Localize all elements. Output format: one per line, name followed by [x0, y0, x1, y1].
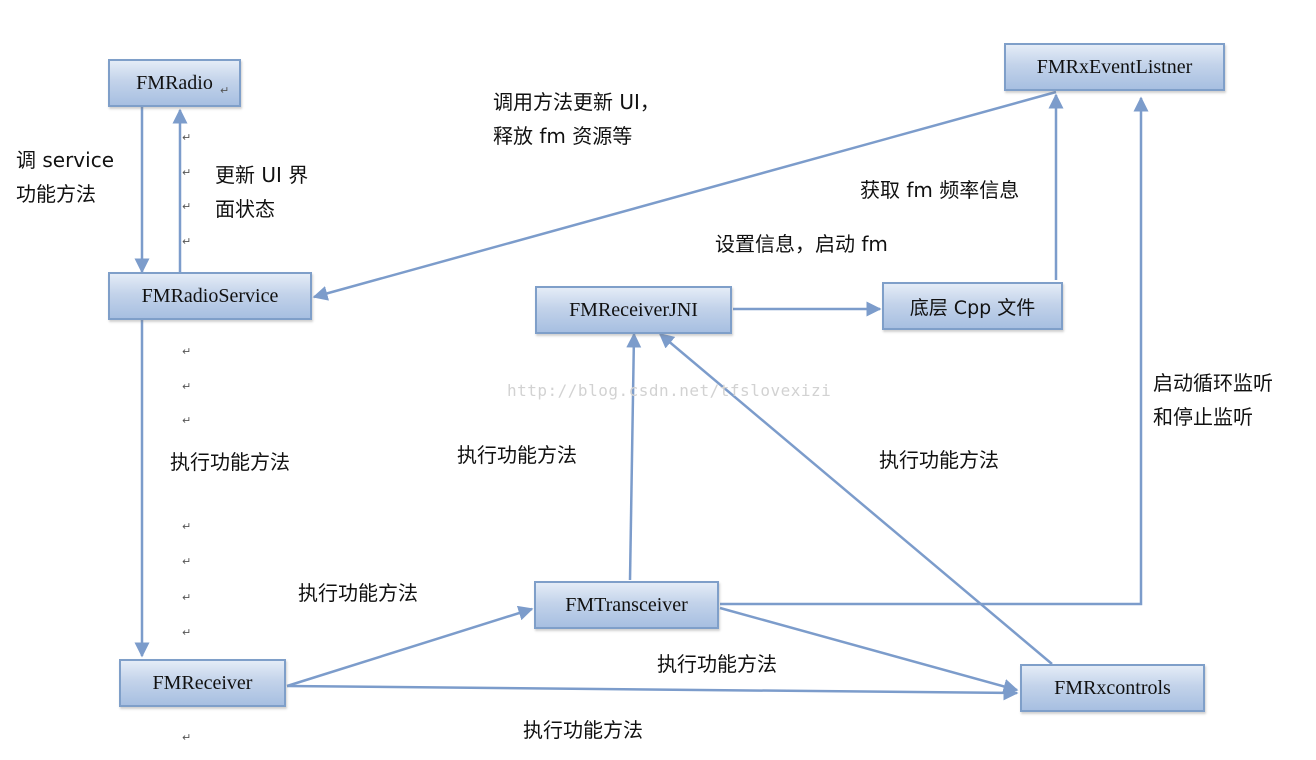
- label-update-ui-line2: 面状态: [215, 197, 275, 221]
- paragraph-mark: ↵: [220, 84, 230, 97]
- label-call-update-line1: 调用方法更新 UI，: [493, 90, 660, 114]
- label-exec-receiver-controls: 执行功能方法: [523, 718, 643, 742]
- node-fmradioservice: FMRadioService: [108, 272, 312, 320]
- label-get-freq: 获取 fm 频率信息: [860, 178, 1020, 202]
- paragraph-mark: ↵: [182, 235, 192, 248]
- label-loop-listen-line2: 和停止监听: [1153, 405, 1253, 429]
- paragraph-mark: ↵: [182, 380, 192, 393]
- paragraph-mark: ↵: [182, 520, 192, 533]
- label-exec-transceiver-controls: 执行功能方法: [657, 652, 777, 676]
- node-fmradio-label: FMRadio: [136, 71, 213, 94]
- paragraph-mark: ↵: [182, 626, 192, 639]
- arrow-controls-to-jni: [658, 333, 1053, 665]
- label-exec-transceiver-jni: 执行功能方法: [457, 443, 577, 467]
- paragraph-mark: ↵: [182, 200, 192, 213]
- label-call-service-line2: 功能方法: [16, 182, 96, 206]
- node-fmtransceiver-label: FMTransceiver: [565, 593, 688, 616]
- label-call-update-line2: 释放 fm 资源等: [493, 124, 633, 148]
- label-loop-listen-line1: 启动循环监听: [1153, 371, 1273, 395]
- paragraph-mark: ↵: [182, 166, 192, 179]
- node-fmreceiverjni-label: FMReceiverJNI: [569, 298, 698, 321]
- arrow-receiver-to-controls: [286, 684, 1019, 701]
- label-exec-service-receiver: 执行功能方法: [170, 450, 290, 474]
- node-fmtransceiver: FMTransceiver: [534, 581, 719, 629]
- paragraph-mark: ↵: [182, 414, 192, 427]
- arrow-transceiver-to-listner: [720, 96, 1149, 606]
- node-fmrxeventlistner: FMRxEventListner: [1004, 43, 1225, 91]
- watermark-text: http://blog.csdn.net/tfslovexizi: [507, 381, 832, 400]
- node-fmreceiver-label: FMReceiver: [152, 671, 253, 694]
- node-fmrxcontrols-label: FMRxcontrols: [1054, 676, 1171, 699]
- label-exec-controls-jni: 执行功能方法: [879, 448, 999, 472]
- paragraph-mark: ↵: [182, 591, 192, 604]
- paragraph-mark: ↵: [182, 555, 192, 568]
- arrow-transceiver-to-controls: [719, 606, 1019, 694]
- node-fmradio: FMRadio: [108, 59, 241, 107]
- paragraph-mark: ↵: [182, 131, 192, 144]
- label-call-service-line1: 调 service: [16, 148, 114, 172]
- node-cpp-file-label: 底层 Cpp 文件: [909, 296, 1036, 319]
- node-fmrxcontrols: FMRxcontrols: [1020, 664, 1205, 712]
- node-fmreceiver: FMReceiver: [119, 659, 286, 707]
- paragraph-mark: ↵: [182, 731, 192, 744]
- label-update-ui-line1: 更新 UI 界: [215, 163, 309, 187]
- arrow-transceiver-to-jni: [626, 332, 642, 581]
- paragraph-mark: ↵: [182, 345, 192, 358]
- label-exec-receiver-transceiver: 执行功能方法: [298, 581, 418, 605]
- node-cpp-file: 底层 Cpp 文件: [882, 282, 1063, 330]
- node-fmradioservice-label: FMRadioService: [141, 284, 279, 307]
- label-set-info: 设置信息，启动 fm: [715, 232, 888, 256]
- arrow-listner-to-service: [312, 90, 1057, 301]
- arrow-receiver-to-transceiver: [286, 605, 534, 688]
- node-fmrxeventlistner-label: FMRxEventListner: [1036, 55, 1193, 78]
- node-fmreceiverjni: FMReceiverJNI: [535, 286, 732, 334]
